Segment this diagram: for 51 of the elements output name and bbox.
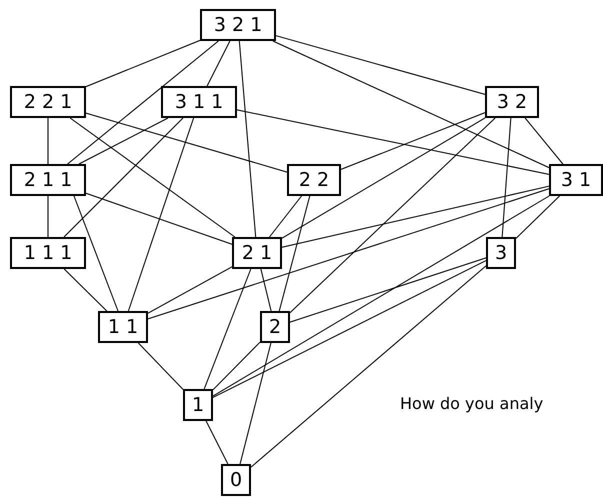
connector-line bbox=[276, 35, 486, 95]
connector-line bbox=[524, 118, 564, 164]
connector-line bbox=[128, 118, 194, 312]
connector-line bbox=[240, 342, 272, 464]
partition-box: 0 bbox=[221, 464, 251, 496]
partition-box: 1 1 1 bbox=[10, 237, 86, 269]
connector-line bbox=[269, 196, 302, 238]
connector-line bbox=[206, 40, 230, 86]
connector-line bbox=[206, 420, 228, 464]
connector-line bbox=[138, 342, 184, 390]
question-text: How do you analy bbox=[400, 394, 544, 413]
connector-line bbox=[148, 266, 232, 314]
partition-box: 3 1 bbox=[549, 164, 603, 196]
connector-line bbox=[282, 118, 486, 239]
connector-line bbox=[70, 118, 236, 238]
partition-box: 1 bbox=[183, 389, 213, 421]
connector-line bbox=[238, 40, 256, 238]
connector-line bbox=[86, 40, 200, 88]
connector-line bbox=[516, 196, 560, 239]
connector-line bbox=[74, 196, 118, 312]
connector-line bbox=[290, 257, 486, 323]
connector-line bbox=[250, 265, 486, 468]
connector-line bbox=[204, 268, 252, 390]
connector-line bbox=[67, 40, 219, 164]
connector-line bbox=[272, 40, 550, 168]
connector-line bbox=[86, 192, 232, 245]
connector-line bbox=[212, 342, 260, 390]
partition-box: 2 2 1 bbox=[10, 86, 86, 118]
connector-line bbox=[260, 268, 272, 312]
connector-line bbox=[278, 196, 310, 312]
partition-box: 2 1 bbox=[232, 237, 282, 269]
connector-line bbox=[148, 188, 550, 320]
connector-line bbox=[64, 268, 108, 312]
connector-line bbox=[340, 112, 486, 170]
connector-line bbox=[86, 112, 288, 173]
partition-box: 2 2 bbox=[287, 164, 341, 196]
connector-line bbox=[236, 109, 550, 175]
partition-box: 3 2 1 bbox=[200, 9, 276, 41]
partition-box: 2 bbox=[260, 311, 290, 343]
partition-box: 2 1 1 bbox=[10, 164, 86, 196]
connector-line bbox=[502, 118, 512, 238]
connector-line bbox=[282, 186, 550, 248]
connector-line bbox=[212, 260, 486, 398]
partition-box: 3 2 bbox=[485, 86, 539, 118]
connector-line bbox=[212, 196, 550, 397]
partition-box: 1 1 bbox=[98, 311, 148, 343]
partition-box: 3 1 1 bbox=[161, 86, 237, 118]
connector-line bbox=[64, 118, 184, 238]
partition-box: 3 bbox=[486, 237, 516, 269]
connector-line bbox=[78, 118, 169, 164]
connector-line bbox=[290, 118, 496, 314]
